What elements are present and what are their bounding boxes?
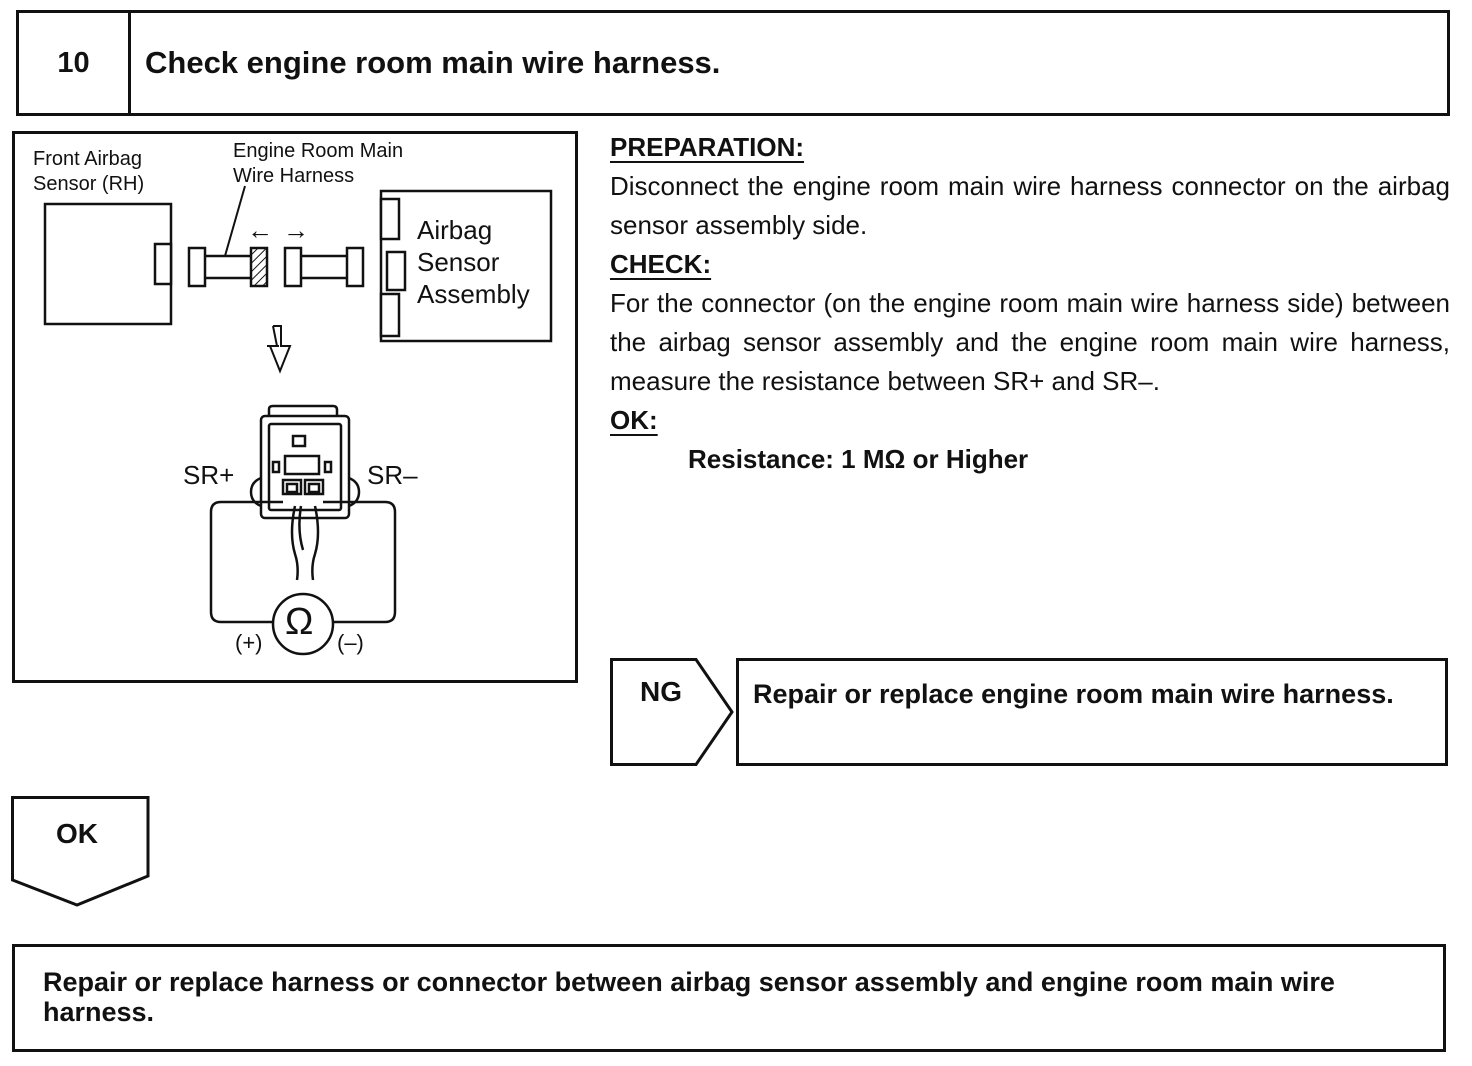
terminal-sr-plus xyxy=(281,478,303,496)
ok-heading: OK: xyxy=(610,405,658,435)
ng-result: Repair or replace engine room main wire … xyxy=(736,658,1448,766)
ohmmeter xyxy=(271,592,335,656)
assembly-label-line2: Sensor xyxy=(417,247,500,277)
probe-wire-right xyxy=(323,500,397,624)
probe-plus-label: (+) xyxy=(235,630,263,655)
probe-minus-label: (–) xyxy=(337,630,364,655)
probe-wire-left xyxy=(209,500,283,624)
ok-spec: Resistance: 1 MΩ or Higher xyxy=(688,444,1029,474)
diagram-drawing xyxy=(43,185,553,656)
preparation-text: Disconnect the engine room main wire har… xyxy=(610,171,1450,240)
step-number: 10 xyxy=(19,13,131,113)
harness-label-line2: Wire Harness xyxy=(233,165,355,187)
harness-connector-left xyxy=(187,246,207,288)
ok-label: OK xyxy=(56,818,98,849)
harness-leader-line xyxy=(224,185,246,257)
connector-latch xyxy=(267,404,339,416)
arrow-left-icon: ← xyxy=(247,215,273,245)
assembly-connector xyxy=(385,250,407,292)
arrow-right-icon: → xyxy=(283,215,309,245)
harness-connector-middle xyxy=(283,246,303,288)
terminal-sr-minus xyxy=(303,478,325,496)
step-title: Check engine room main wire harness. xyxy=(145,45,721,80)
front-airbag-sensor-label-line2: Sensor (RH) xyxy=(33,173,145,195)
front-airbag-sensor-label: Front Airbag xyxy=(33,148,142,170)
ng-tag: NG xyxy=(610,658,735,766)
sr-minus-label: SR– xyxy=(367,460,418,490)
instructions: PREPARATION: Disconnect the engine room … xyxy=(610,128,1450,479)
assembly-label: Airbag xyxy=(417,215,493,245)
harness-connector-hatched xyxy=(249,246,269,288)
airbag-sensor-assembly xyxy=(379,189,553,343)
harness-label: Engine Room Main xyxy=(233,140,404,162)
assembly-label-line3: Assembly xyxy=(417,279,530,309)
connector-face xyxy=(259,414,351,520)
sensor-connector xyxy=(153,242,173,286)
step-header: 10 Check engine room main wire harness. xyxy=(16,10,1450,116)
sr-plus-label: SR+ xyxy=(183,460,235,490)
front-airbag-sensor xyxy=(43,202,173,326)
check-text: For the connector (on the engine room ma… xyxy=(610,288,1450,396)
ok-result: Repair or replace harness or connector b… xyxy=(12,944,1446,1052)
ohm-icon: Ω xyxy=(285,601,314,643)
preparation-heading: PREPARATION: xyxy=(610,132,805,162)
down-arrow-icon xyxy=(268,325,292,374)
ok-tag: OK xyxy=(11,796,151,908)
wiring-diagram: Front Airbag Sensor (RH) Engine Room Mai… xyxy=(12,131,578,683)
ng-label: NG xyxy=(640,676,682,707)
check-heading: CHECK: xyxy=(610,249,712,279)
harness-connector-right xyxy=(345,246,365,288)
